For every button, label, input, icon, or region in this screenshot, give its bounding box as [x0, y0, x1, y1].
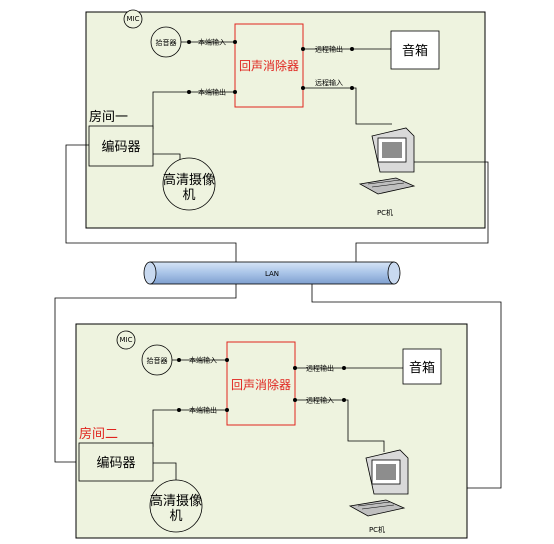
room1-dot [301, 86, 305, 90]
room1-wire-pc [303, 87, 392, 125]
room2-dot [342, 366, 346, 370]
room2-group: MIC 拾音器 回声消除器 本端输入 本端输出 远程输出 音箱 远程输入 房间二 [75, 323, 468, 539]
room1-remote-out-label: 远程输出 [315, 45, 343, 54]
room1-dot [187, 90, 191, 94]
room2-camera-label-2: 机 [169, 509, 182, 524]
room1-canceller-label: 回声消除器 [239, 58, 299, 73]
room2-dot [177, 408, 181, 412]
room1-dot [350, 86, 354, 90]
room2-canceller-label: 回声消除器 [231, 377, 291, 392]
room1-dot [233, 90, 237, 94]
room2-remote-in-label: 远程输入 [306, 396, 334, 405]
room1-encoder-label: 编码器 [101, 140, 140, 155]
room2-mic-icon [116, 330, 136, 350]
room1-speaker-box [390, 30, 440, 70]
lan-label: LAN [265, 270, 279, 278]
room1-dot [187, 40, 191, 44]
lan-pipe: LAN [143, 261, 401, 285]
room1-encoder-box [88, 125, 154, 167]
room2-speaker-label: 音箱 [409, 360, 435, 376]
room2-mic-label: MIC [120, 336, 133, 344]
room1-encoder-lan-wire [65, 144, 237, 264]
room2-pc-label: PC机 [369, 525, 385, 534]
room1-canceller-box [234, 23, 304, 108]
room2-dot [342, 398, 346, 402]
room1-mic-icon [123, 9, 143, 29]
room2-wire-camera [153, 462, 177, 480]
room1-wire-encoder [152, 91, 235, 129]
room2-camera-label-1: 高清摄像 [150, 493, 202, 509]
room1-dot [301, 47, 305, 51]
room2-dot [225, 358, 229, 362]
room2-camera-icon [149, 479, 203, 533]
room2-local-out-label: 本端输出 [189, 406, 217, 415]
room2-dot [177, 358, 181, 362]
room1-pc-label: PC机 [377, 208, 393, 217]
room2-wire-pc [295, 399, 385, 452]
room1-local-in-label: 本端输入 [198, 38, 226, 47]
room2-wire-encoder [152, 409, 227, 447]
room1-camera-label-1: 高清摄像 [163, 172, 215, 188]
room2-dot [293, 398, 297, 402]
room1-speaker-label: 音箱 [402, 43, 428, 59]
room2-pc-icon [348, 449, 409, 517]
room1-mic-label: MIC [127, 15, 140, 23]
room1-pc-icon [358, 127, 416, 195]
room1-camera-icon [162, 157, 216, 211]
room1-dot [233, 40, 237, 44]
room2-pc-lan-wire [311, 284, 502, 489]
room2-remote-out-label: 远程输出 [306, 364, 334, 373]
room2-speaker-box [402, 348, 442, 385]
room2-encoder-label: 编码器 [96, 456, 135, 471]
room1-dot [350, 47, 354, 51]
room1-camera-label-2: 机 [182, 188, 195, 203]
room2-encoder-box [78, 442, 154, 482]
room1-remote-in-label: 远程输入 [315, 78, 343, 87]
room2-local-in-label: 本端输入 [189, 356, 217, 365]
room2-title: 房间二 [79, 426, 118, 442]
room2-encoder-lan-wire [54, 284, 237, 463]
room1-title: 房间一 [89, 109, 128, 125]
room2-dot [293, 366, 297, 370]
room1-pickup-label: 拾音器 [156, 38, 177, 47]
room1-pc-lan-wire [355, 161, 489, 264]
room1-local-out-label: 本端输出 [198, 88, 226, 97]
room2-canceller-box [226, 341, 296, 426]
room1-group: MIC 拾音器 回声消除器 本端输入 本端输出 远程输出 音箱 远程输入 房间一 [85, 9, 486, 229]
room2-pickup-label: 拾音器 [147, 356, 168, 365]
room2-dot [225, 408, 229, 412]
